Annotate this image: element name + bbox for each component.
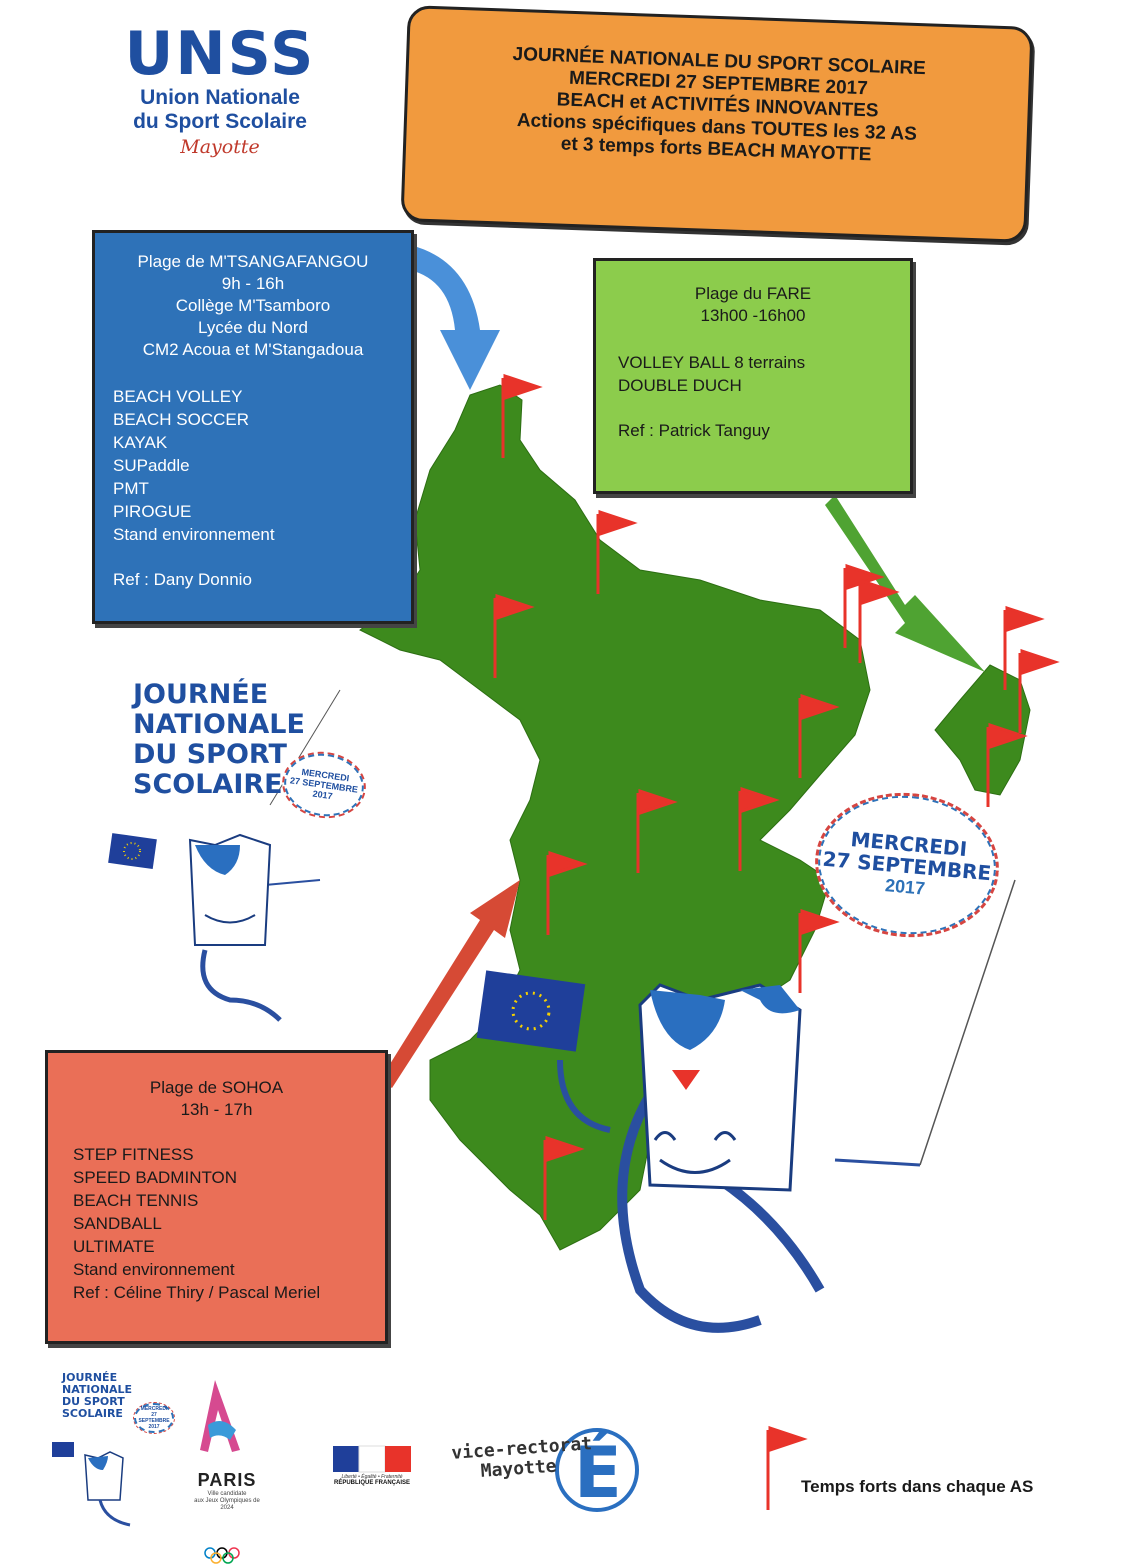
eu-flag-icon [108, 833, 157, 870]
marianne-icon [333, 1445, 411, 1473]
jns-line: JOURNÉE [62, 1371, 118, 1384]
eu-flag-icon [476, 970, 586, 1052]
activity-item: BEACH TENNIS [73, 1191, 199, 1210]
paris-2024-icon [200, 1380, 240, 1452]
paris-label: PARIS [197, 1470, 257, 1490]
olympic-rings-icon [204, 1547, 240, 1564]
paris-2024-logo: PARIS Ville candidate aux Jeux Olympique… [192, 1470, 262, 1512]
box-header-line: Collège M'Tsamboro [175, 296, 331, 315]
box-header-line: 13h - 17h [180, 1100, 253, 1119]
petite-terre-island [934, 664, 1031, 796]
arrow-icon [825, 495, 985, 672]
box-header-line: 9h - 16h [221, 274, 285, 293]
jns-line: JOURNÉE [133, 679, 269, 710]
unss-region: Mayotte [180, 136, 260, 158]
journee-nationale-logo: JOURNÉE NATIONALE DU SPORT SCOLAIRE [133, 680, 305, 800]
jns-line: NATIONALE [62, 1383, 133, 1396]
unss-name-line1: Union Nationale [140, 86, 300, 109]
activity-item: BEACH SOCCER [113, 410, 250, 429]
stamp-date: 27 SEPTEMBRE [138, 1412, 170, 1424]
activity-item: PMT [113, 479, 149, 498]
activity-item: Stand environnement [73, 1260, 235, 1279]
paris-fine-line: aux Jeux Olympiques de 2024 [194, 1498, 260, 1511]
arrow-icon [380, 880, 520, 1088]
jns-line: SCOLAIRE [62, 1407, 123, 1420]
box-header-line: 13h00 -16h00 [700, 306, 806, 325]
unss-wordmark: UNSS [124, 19, 316, 89]
date-stamp: MERCREDI 27 SEPTEMBRE 2017 [133, 1402, 175, 1434]
flag-icon [493, 373, 1060, 1510]
fare-info-box: Plage du FARE 13h00 -16h00 VOLLEY BALL 8… [593, 258, 913, 494]
e-letter-icon: É [555, 1428, 639, 1514]
box-header-line: Plage de SOHOA [149, 1078, 284, 1097]
activity-item: STEP FITNESS [73, 1145, 194, 1164]
activity-item: Stand environnement [113, 525, 275, 544]
title-banner: JOURNÉE NATIONALE DU SPORT SCOLAIRE MERC… [400, 5, 1034, 243]
unss-logo: UNSS Union Nationale du Sport Scolaire M… [105, 22, 335, 158]
stamp-day: MERCREDI [140, 1406, 168, 1412]
mtsangafangou-info-box: Plage de M'TSANGAFANGOU 9h - 16h Collège… [92, 230, 414, 624]
activity-item: PIROGUE [113, 502, 192, 521]
activity-item: KAYAK [113, 433, 168, 452]
referent: Ref : Céline Thiry / Pascal Meriel [73, 1283, 321, 1302]
mascot-icon [52, 1442, 131, 1527]
arrow-icon [410, 245, 500, 390]
activity-item: BEACH VOLLEY [113, 387, 243, 406]
box-header-line: CM2 Acoua et M'Stangadoua [142, 340, 364, 359]
jns-line: NATIONALE [133, 709, 305, 740]
jns-line: SCOLAIRE [133, 769, 283, 800]
referent: Ref : Dany Donnio [113, 570, 252, 589]
journee-nationale-logo-small: JOURNÉE NATIONALE DU SPORT SCOLAIRE [62, 1372, 132, 1420]
box-header-line: Lycée du Nord [198, 318, 308, 337]
activity-item: DOUBLE DUCH [618, 376, 742, 395]
sohoa-info-box: Plage de SOHOA 13h - 17h STEP FITNESS SP… [45, 1050, 388, 1344]
activity-item: VOLLEY BALL 8 terrains [618, 353, 806, 372]
flag-legend-text: Temps forts dans chaque AS [801, 1477, 1034, 1496]
rf-motto: Liberté • Égalité • Fraternité [341, 1474, 403, 1480]
activity-item: SUPaddle [113, 456, 190, 475]
referent: Ref : Patrick Tanguy [618, 421, 770, 440]
svg-text:É: É [574, 1432, 622, 1514]
paris-fine-line: Ville candidate [207, 1491, 247, 1497]
mascot-icon [557, 879, 1016, 1333]
republique-francaise-logo: Liberté • Égalité • Fraternité RÉPUBLIQU… [333, 1474, 411, 1486]
activity-item: SPEED BADMINTON [73, 1168, 238, 1187]
activity-item: SANDBALL [73, 1214, 162, 1233]
activity-item: ULTIMATE [73, 1237, 155, 1256]
unss-name-line2: du Sport Scolaire [133, 110, 307, 133]
box-header-line: Plage de M'TSANGAFANGOU [137, 252, 369, 271]
mascot-icon [188, 689, 341, 1022]
rf-name: RÉPUBLIQUE FRANÇAISE [333, 1480, 410, 1486]
jns-line: DU SPORT [62, 1395, 125, 1408]
box-header-line: Plage du FARE [694, 284, 812, 303]
jns-line: DU SPORT [133, 739, 287, 770]
stamp-year: 2017 [148, 1424, 160, 1430]
paris-fine-print: Ville candidate aux Jeux Olympiques de 2… [192, 1491, 262, 1512]
